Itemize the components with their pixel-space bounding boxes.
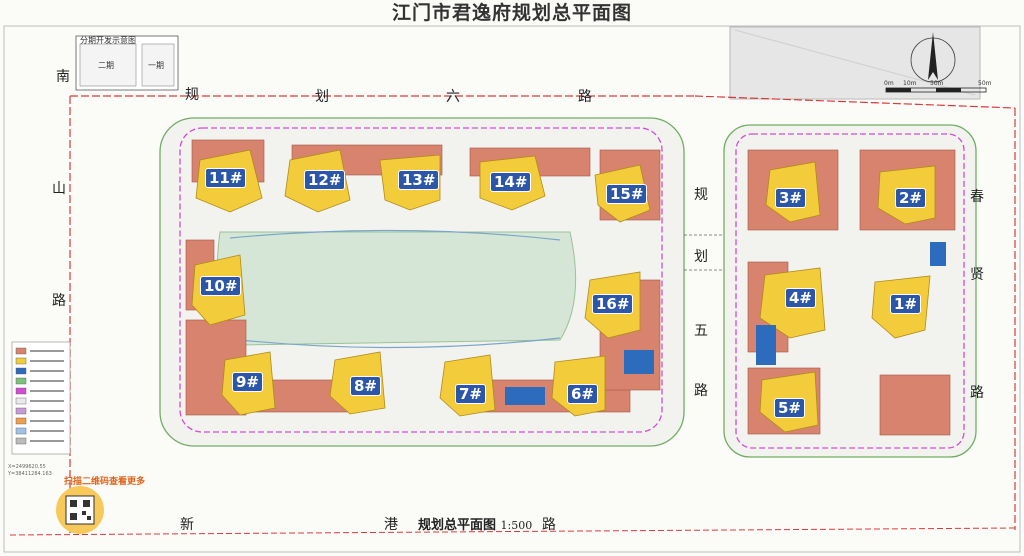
legend-swatch: [15, 387, 27, 395]
phase-one-label: 一期: [148, 61, 164, 70]
scale-tick: 10m: [903, 80, 917, 87]
building-label: 14#: [490, 172, 532, 192]
building-label: 5#: [774, 398, 806, 418]
legend-swatch: [15, 417, 27, 425]
building-label: 13#: [398, 170, 440, 190]
road-label: 规: [185, 87, 199, 103]
legend-swatch: [15, 347, 27, 355]
scale-bar: [885, 87, 987, 93]
road-label: 五: [694, 323, 708, 339]
scale-tick: 30m: [930, 80, 944, 87]
building-label: 10#: [200, 276, 242, 296]
road-label: 新: [180, 517, 194, 533]
road-label: 贤: [970, 267, 984, 283]
road-label: 划: [315, 89, 329, 105]
road-label: 路: [694, 383, 708, 399]
legend-swatch: [15, 397, 27, 405]
road-label: 山: [52, 181, 66, 197]
building-label: 6#: [567, 384, 599, 404]
building-label: 2#: [895, 188, 927, 208]
legend-swatch: [15, 367, 27, 375]
plan-title: 规划总平面图 1:500: [418, 518, 533, 533]
building-label: 11#: [205, 168, 247, 188]
road-label: 划: [694, 249, 708, 265]
road-label: 路: [542, 517, 556, 533]
legend-swatch: [15, 407, 27, 415]
building-label: 3#: [775, 188, 807, 208]
page-title: 江门市君逸府规划总平面图: [391, 2, 632, 24]
building-label: 16#: [592, 294, 634, 314]
road-label: 路: [578, 89, 592, 105]
building-label: 4#: [785, 288, 817, 308]
scale-tick: 50m: [978, 80, 992, 87]
road-label: 南: [56, 69, 70, 85]
qr-code: [56, 486, 104, 534]
building-label: 1#: [890, 294, 922, 314]
coordinates: X=2499620.55 Y=38411284.163: [8, 464, 52, 477]
legend-swatch: [15, 437, 27, 445]
legend-swatch: [15, 427, 27, 435]
building-label: 9#: [232, 372, 264, 392]
road-label: 港: [384, 517, 398, 533]
scale-tick: 0m: [884, 80, 894, 87]
road-label: 规: [694, 187, 708, 203]
north-arrow-icon: [910, 32, 956, 83]
building-label: 12#: [304, 170, 346, 190]
legend-swatch: [15, 377, 27, 385]
building-label: 8#: [350, 376, 382, 396]
phase-diagram-title: 分期开发示意图: [80, 36, 136, 45]
road-label: 六: [446, 89, 460, 105]
building-label: 7#: [455, 384, 487, 404]
road-label: 路: [52, 293, 66, 309]
building-label: 15#: [606, 184, 648, 204]
central-lawn: [217, 231, 577, 346]
phase-two-label: 二期: [98, 61, 114, 70]
legend-swatch: [15, 357, 27, 365]
utility-block: [505, 387, 545, 405]
qr-caption: 扫描二维码查看更多: [64, 477, 146, 487]
utility-block: [624, 350, 654, 374]
road-label: 路: [970, 385, 984, 401]
road-label: 春: [970, 189, 984, 205]
